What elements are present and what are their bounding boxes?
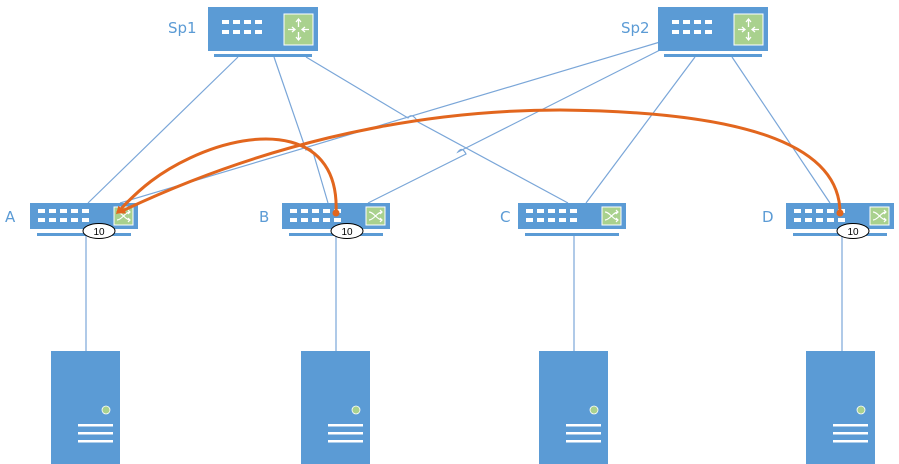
port-grid: [672, 20, 712, 34]
spine-sp1[interactable]: [208, 7, 318, 57]
flow-b-to-a: [115, 137, 338, 215]
link-sp2-d: [731, 56, 831, 204]
srv-c[interactable]: [539, 351, 608, 464]
srv-d[interactable]: [806, 351, 875, 464]
router-icon: [283, 13, 314, 46]
switch-icon: [113, 206, 134, 226]
server-status-led: [101, 405, 111, 415]
server-vent: [328, 424, 363, 427]
server-vent: [566, 432, 601, 435]
spine-label-sp2: Sp2: [621, 19, 650, 37]
server-vent: [328, 432, 363, 435]
flow-origin-b: [332, 209, 340, 217]
server-status-led: [856, 405, 866, 415]
spine-stand: [214, 54, 312, 57]
spine-stand: [664, 54, 762, 57]
server-body: [539, 351, 608, 464]
srv-a[interactable]: [51, 351, 120, 464]
server-body: [301, 351, 370, 464]
switch-icon: [601, 206, 622, 226]
server-vent: [833, 424, 868, 427]
flow-d-to-a: [117, 108, 842, 215]
port-grid: [38, 209, 89, 222]
port-speed-badges: 10 10 10: [82, 223, 870, 239]
leaf-switch-a[interactable]: [30, 203, 138, 236]
link-sp1-c: [305, 56, 569, 204]
leaf-stand: [37, 233, 131, 236]
speed-badge-text: 10: [93, 227, 105, 238]
server-status-led: [351, 405, 361, 415]
srv-b[interactable]: [301, 351, 370, 464]
link-sp2-c: [585, 56, 696, 204]
spine-sp2[interactable]: [658, 7, 768, 57]
leaf-stand: [525, 233, 619, 236]
links: [85, 41, 843, 351]
leaf-label-c: C: [500, 208, 510, 226]
port-grid: [222, 20, 262, 34]
switch-icon: [365, 206, 386, 226]
router-icon: [733, 13, 764, 46]
server-vent: [566, 424, 601, 427]
server-vent: [78, 440, 113, 443]
spine-label-sp1: Sp1: [168, 19, 197, 37]
server-vent: [833, 440, 868, 443]
server-status-led: [589, 405, 599, 415]
leaf-label-a: A: [5, 208, 16, 226]
speed-badge-a: 10: [82, 223, 116, 239]
leaf-switch-c[interactable]: [518, 203, 626, 236]
servers: [51, 351, 875, 464]
flow-origin-d: [836, 209, 844, 217]
leaf-switches: A B C D: [5, 203, 894, 236]
server-body: [51, 351, 120, 464]
port-grid: [526, 209, 577, 222]
server-vent: [328, 440, 363, 443]
speed-badge-b: 10: [330, 223, 364, 239]
leaf-label-d: D: [762, 208, 774, 226]
leaf-label-b: B: [259, 208, 269, 226]
speed-badge-d: 10: [836, 223, 870, 239]
server-vent: [78, 424, 113, 427]
server-vent: [833, 432, 868, 435]
server-body: [806, 351, 875, 464]
server-vent: [78, 432, 113, 435]
switch-icon: [869, 206, 890, 226]
speed-badge-text: 10: [341, 227, 353, 238]
server-vent: [566, 440, 601, 443]
flows: [115, 108, 844, 217]
link-sp1-b: [273, 56, 329, 204]
link-sp2-b: [367, 49, 661, 204]
link-sp1-a: [87, 56, 239, 204]
link-sp2-a: [119, 41, 661, 204]
speed-badge-text: 10: [847, 227, 859, 238]
